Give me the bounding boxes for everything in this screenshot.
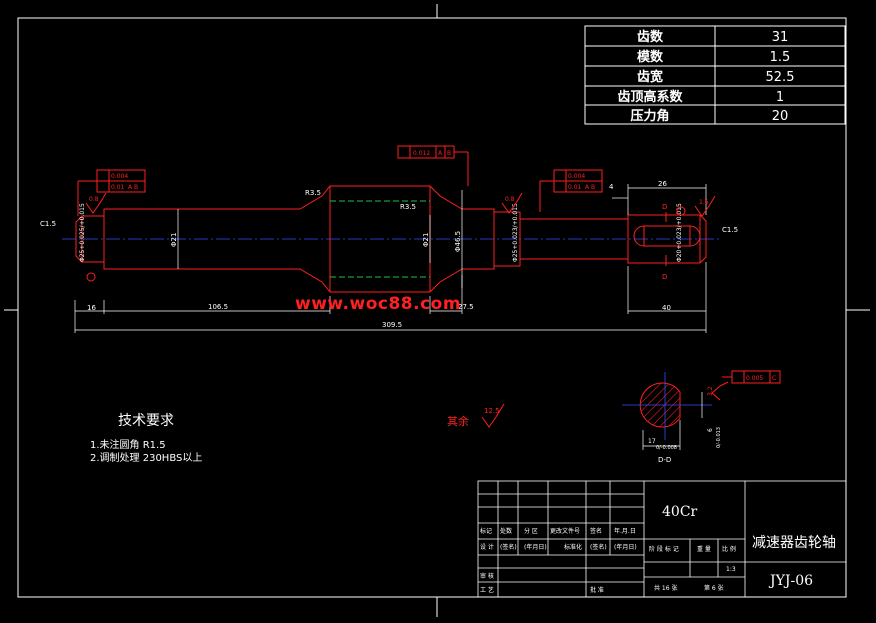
param-label: 齿数 — [637, 29, 664, 45]
section-mark: D — [662, 203, 667, 211]
dim-length: 16 — [87, 304, 96, 312]
title-block-cell: 标记 — [480, 527, 492, 535]
roughness-value: 0.8 — [505, 196, 515, 203]
tolerance-datum: A B — [585, 184, 595, 191]
chamfer-right: C1.5 — [722, 226, 738, 234]
tolerance-value: 0.004 — [568, 173, 585, 180]
chamfer-left: C1.5 — [40, 220, 56, 228]
tolerance-datum: A — [438, 150, 443, 157]
roughness-value: 12.5 — [484, 407, 500, 415]
dim-total-length: 309.5 — [382, 321, 402, 329]
title-block-cell: 工 艺 — [480, 586, 494, 594]
sheet-number: 第 6 张 — [704, 584, 724, 592]
title-block-cell: (签名) — [590, 543, 607, 551]
tolerance-value: 0.012 — [413, 150, 430, 157]
param-value: 31 — [772, 30, 789, 45]
param-value: 52.5 — [766, 70, 795, 85]
section-dim: 6 — [707, 428, 714, 432]
tech-requirement-item: 2.调制处理 230HBS以上 — [90, 451, 202, 464]
param-label: 压力角 — [630, 108, 669, 124]
param-label: 齿顶高系数 — [617, 89, 683, 105]
drawing-number: JYJ-06 — [768, 573, 813, 589]
tolerance-datum: A B — [128, 184, 138, 191]
roughness-value: 0.8 — [89, 196, 99, 203]
title-block-cell: (签名) — [500, 543, 517, 551]
radius-label: R3.5 — [400, 203, 416, 211]
dim-length: 40 — [662, 304, 671, 312]
tolerance-value: 0.004 — [111, 173, 128, 180]
section-view — [622, 372, 712, 450]
tolerance-datum: B — [447, 150, 451, 157]
title-block-cell: 标准化 — [564, 543, 582, 551]
roughness-symbol-rest — [481, 403, 505, 428]
dim-length: 4 — [609, 183, 614, 191]
drawing-border — [17, 17, 847, 598]
dim-diameter: Φ46.5 — [454, 231, 462, 252]
part-name: 减速器齿轮轴 — [752, 535, 836, 551]
dim-diameter: Φ25+0.023/+0.015 — [512, 203, 519, 262]
param-label: 模数 — [637, 49, 664, 65]
dim-diameter: Φ20+0.023/+0.015 — [676, 203, 683, 262]
tech-requirements-title: 技术要求 — [118, 413, 174, 429]
tolerance-datum: C — [772, 375, 776, 382]
dimension-lines — [74, 184, 707, 333]
dim-diameter: Φ25+0.025/+0.015 — [79, 203, 86, 262]
title-block-cell: (年月日) — [524, 543, 547, 551]
section-dim-tol: 0/-0.013 — [716, 427, 722, 448]
watermark-text: www.woc88.com — [295, 294, 462, 314]
roughness-symbol — [85, 192, 107, 214]
dim-diameter: Φ21 — [422, 233, 430, 247]
section-label: D-D — [658, 456, 671, 464]
title-block-cell: 重 量 — [697, 545, 711, 553]
section-mark: D — [662, 273, 667, 281]
rest-label: 其余 — [447, 414, 469, 428]
section-dim-tol: 0/-0.008 — [656, 445, 677, 451]
title-block-cell: 更改文件号 — [550, 527, 580, 535]
shaft-outline — [75, 185, 707, 293]
title-block-cell: 处数 — [500, 527, 512, 535]
tolerance-value: 0.005 — [746, 375, 763, 382]
title-block-cell: 设 计 — [480, 543, 494, 551]
title-block-cell: 审 核 — [480, 572, 494, 580]
dim-length: 27.5 — [458, 303, 474, 311]
material: 40Cr — [662, 504, 698, 520]
param-value: 1.5 — [770, 50, 791, 65]
title-block-cell: 年.月.日 — [614, 527, 636, 535]
datum-symbol — [86, 272, 96, 282]
tolerance-value: 0.01 — [111, 184, 125, 191]
tolerance-value: 0.01 — [568, 184, 582, 191]
param-value: 1 — [776, 90, 784, 105]
title-block-cell: 分 区 — [524, 527, 538, 535]
scale-value: 1:3 — [726, 566, 736, 573]
gear-parameter-table: 齿数 31 模数 1.5 齿宽 52.5 齿顶高系数 1 压力角 20 — [584, 25, 846, 125]
title-block-cell: 阶 段 标 记 — [649, 545, 679, 553]
dim-diameter: Φ21 — [170, 233, 178, 247]
roughness-value: 1.6 — [699, 199, 709, 206]
dim-length: 106.5 — [208, 303, 228, 311]
dim-length: 26 — [658, 180, 667, 188]
title-block-cell: 比 例 — [722, 545, 736, 553]
section-dim: 17 — [648, 438, 656, 445]
sheet-count: 共 16 张 — [654, 584, 677, 592]
param-label: 齿宽 — [637, 69, 663, 85]
roughness-symbol — [501, 192, 523, 214]
roughness-symbol — [694, 195, 716, 217]
tech-requirement-item: 1.未注圆角 R1.5 — [90, 438, 166, 451]
radius-label: R3.5 — [305, 189, 321, 197]
datum-symbol — [676, 206, 686, 216]
roughness-value: 3.2 — [707, 386, 714, 396]
title-block-cell: 签名 — [590, 527, 602, 535]
param-value: 20 — [772, 109, 789, 124]
title-block — [477, 480, 847, 598]
title-block-cell: 批 准 — [590, 586, 604, 594]
roughness-symbol — [711, 381, 729, 401]
title-block-cell: (年月日) — [614, 543, 637, 551]
